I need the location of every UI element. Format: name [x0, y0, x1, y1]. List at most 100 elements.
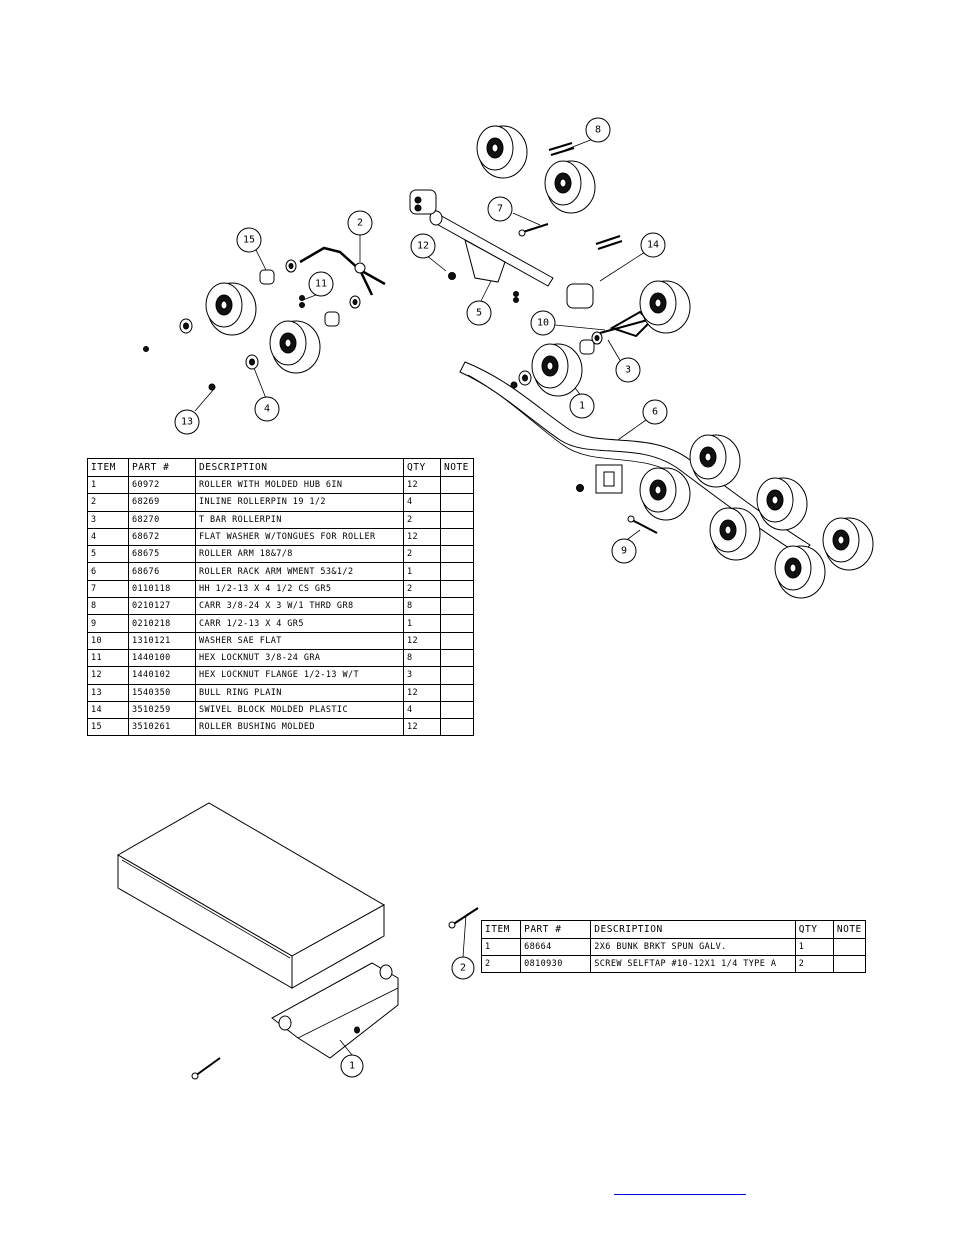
cell-qty: 8: [403, 597, 441, 616]
header-qty: QTY: [403, 458, 441, 477]
callout-7: 7: [487, 196, 513, 222]
cell-part: 68270: [128, 510, 196, 529]
svg-text:1: 1: [349, 1061, 355, 1072]
cell-description: SWIVEL BLOCK MOLDED PLASTIC: [195, 700, 404, 720]
cell-description: WASHER SAE FLAT: [195, 631, 404, 650]
svg-text:2: 2: [460, 963, 466, 974]
cell-part: 0810930: [520, 955, 592, 973]
callout-2: 2: [347, 210, 373, 236]
cell-item: 1: [480, 938, 522, 956]
cell-description: HEX LOCKNUT FLANGE 1/2-13 W/T: [195, 666, 404, 685]
bunk-bracket-drawing: [116, 802, 479, 1080]
cell-qty: 8: [403, 648, 441, 668]
callout-bottom-1: 1: [340, 1054, 364, 1078]
cell-qty: 2: [403, 545, 441, 564]
cell-item: 1: [87, 475, 129, 495]
svg-text:5: 5: [476, 308, 482, 319]
cell-note: [440, 648, 474, 668]
cell-item: 15: [87, 718, 129, 737]
cell-note: [440, 718, 474, 737]
svg-text:11: 11: [315, 279, 327, 290]
cell-part: 3510259: [128, 700, 196, 720]
svg-text:2: 2: [357, 218, 363, 229]
callout-10: 10: [530, 310, 556, 336]
header-description: DESCRIPTION: [590, 920, 796, 939]
header-description: DESCRIPTION: [195, 458, 404, 477]
cell-qty: 4: [403, 700, 441, 720]
cell-item: 5: [87, 545, 129, 564]
cell-item: 10: [87, 631, 129, 650]
cell-description: CARR 1/2-13 X 4 GR5: [195, 614, 404, 633]
cell-note: [440, 562, 474, 581]
callout-bottom-2: 2: [451, 956, 475, 980]
cell-note: [440, 631, 474, 650]
cell-description: T BAR ROLLERPIN: [195, 510, 404, 529]
cell-qty: 2: [403, 510, 441, 529]
cell-item: 3: [87, 510, 129, 529]
cell-description: HEX LOCKNUT 3/8-24 GRA: [195, 648, 404, 668]
svg-text:8: 8: [595, 125, 601, 136]
svg-text:3: 3: [625, 365, 631, 376]
rollers: [205, 125, 874, 599]
svg-text:4: 4: [264, 404, 270, 415]
cell-description: CARR 3/8-24 X 3 W/1 THRD GR8: [195, 597, 404, 616]
callout-6: 6: [642, 399, 668, 425]
cell-part: 68675: [128, 545, 196, 564]
callout-9: 9: [611, 538, 637, 564]
callout-14: 14: [640, 232, 666, 258]
cell-note: [440, 614, 474, 633]
header-note: NOTE: [440, 458, 474, 477]
cell-qty: 2: [403, 579, 441, 599]
cell-qty: 4: [403, 493, 441, 512]
callout-8: 8: [585, 117, 611, 143]
cell-item: 14: [87, 700, 129, 720]
header-part: PART #: [128, 458, 196, 477]
callout-5: 5: [466, 300, 492, 326]
cell-description: ROLLER WITH MOLDED HUB 6IN: [195, 475, 404, 495]
svg-text:15: 15: [243, 235, 255, 246]
header-item: ITEM: [87, 458, 129, 477]
cell-note: [440, 597, 474, 616]
cell-note: [832, 938, 867, 956]
cell-part: 1310121: [128, 631, 196, 650]
cell-item: 7: [87, 579, 129, 599]
inline-rollerpin: [299, 246, 386, 296]
cell-part: 1440100: [128, 648, 196, 668]
cell-description: INLINE ROLLERPIN 19 1/2: [195, 493, 404, 512]
cell-item: 13: [87, 683, 129, 702]
cell-item: 2: [87, 493, 129, 512]
svg-text:7: 7: [497, 204, 503, 215]
cell-part: 68269: [128, 493, 196, 512]
cell-note: [440, 493, 474, 512]
table-header-row: ITEM PART # DESCRIPTION QTY NOTE: [87, 458, 474, 477]
cell-note: [440, 700, 474, 720]
website-link[interactable]: [614, 1180, 746, 1195]
cell-description: FLAT WASHER W/TONGUES FOR ROLLER: [195, 527, 404, 547]
cell-part: 3510261: [128, 718, 196, 737]
header-note: NOTE: [832, 920, 867, 939]
cell-part: 68676: [128, 562, 196, 581]
cell-part: 68672: [128, 527, 196, 547]
header-item: ITEM: [480, 920, 522, 939]
svg-text:12: 12: [417, 241, 429, 252]
cell-note: [440, 527, 474, 547]
cell-part: 68664: [520, 938, 592, 956]
cell-description: ROLLER BUSHING MOLDED: [195, 718, 404, 737]
header-qty: QTY: [794, 920, 834, 939]
cell-part: 0110118: [128, 579, 196, 599]
cell-note: [440, 579, 474, 599]
cell-part: 0210218: [128, 614, 196, 633]
header-part: PART #: [520, 920, 592, 939]
svg-text:1: 1: [579, 401, 585, 412]
